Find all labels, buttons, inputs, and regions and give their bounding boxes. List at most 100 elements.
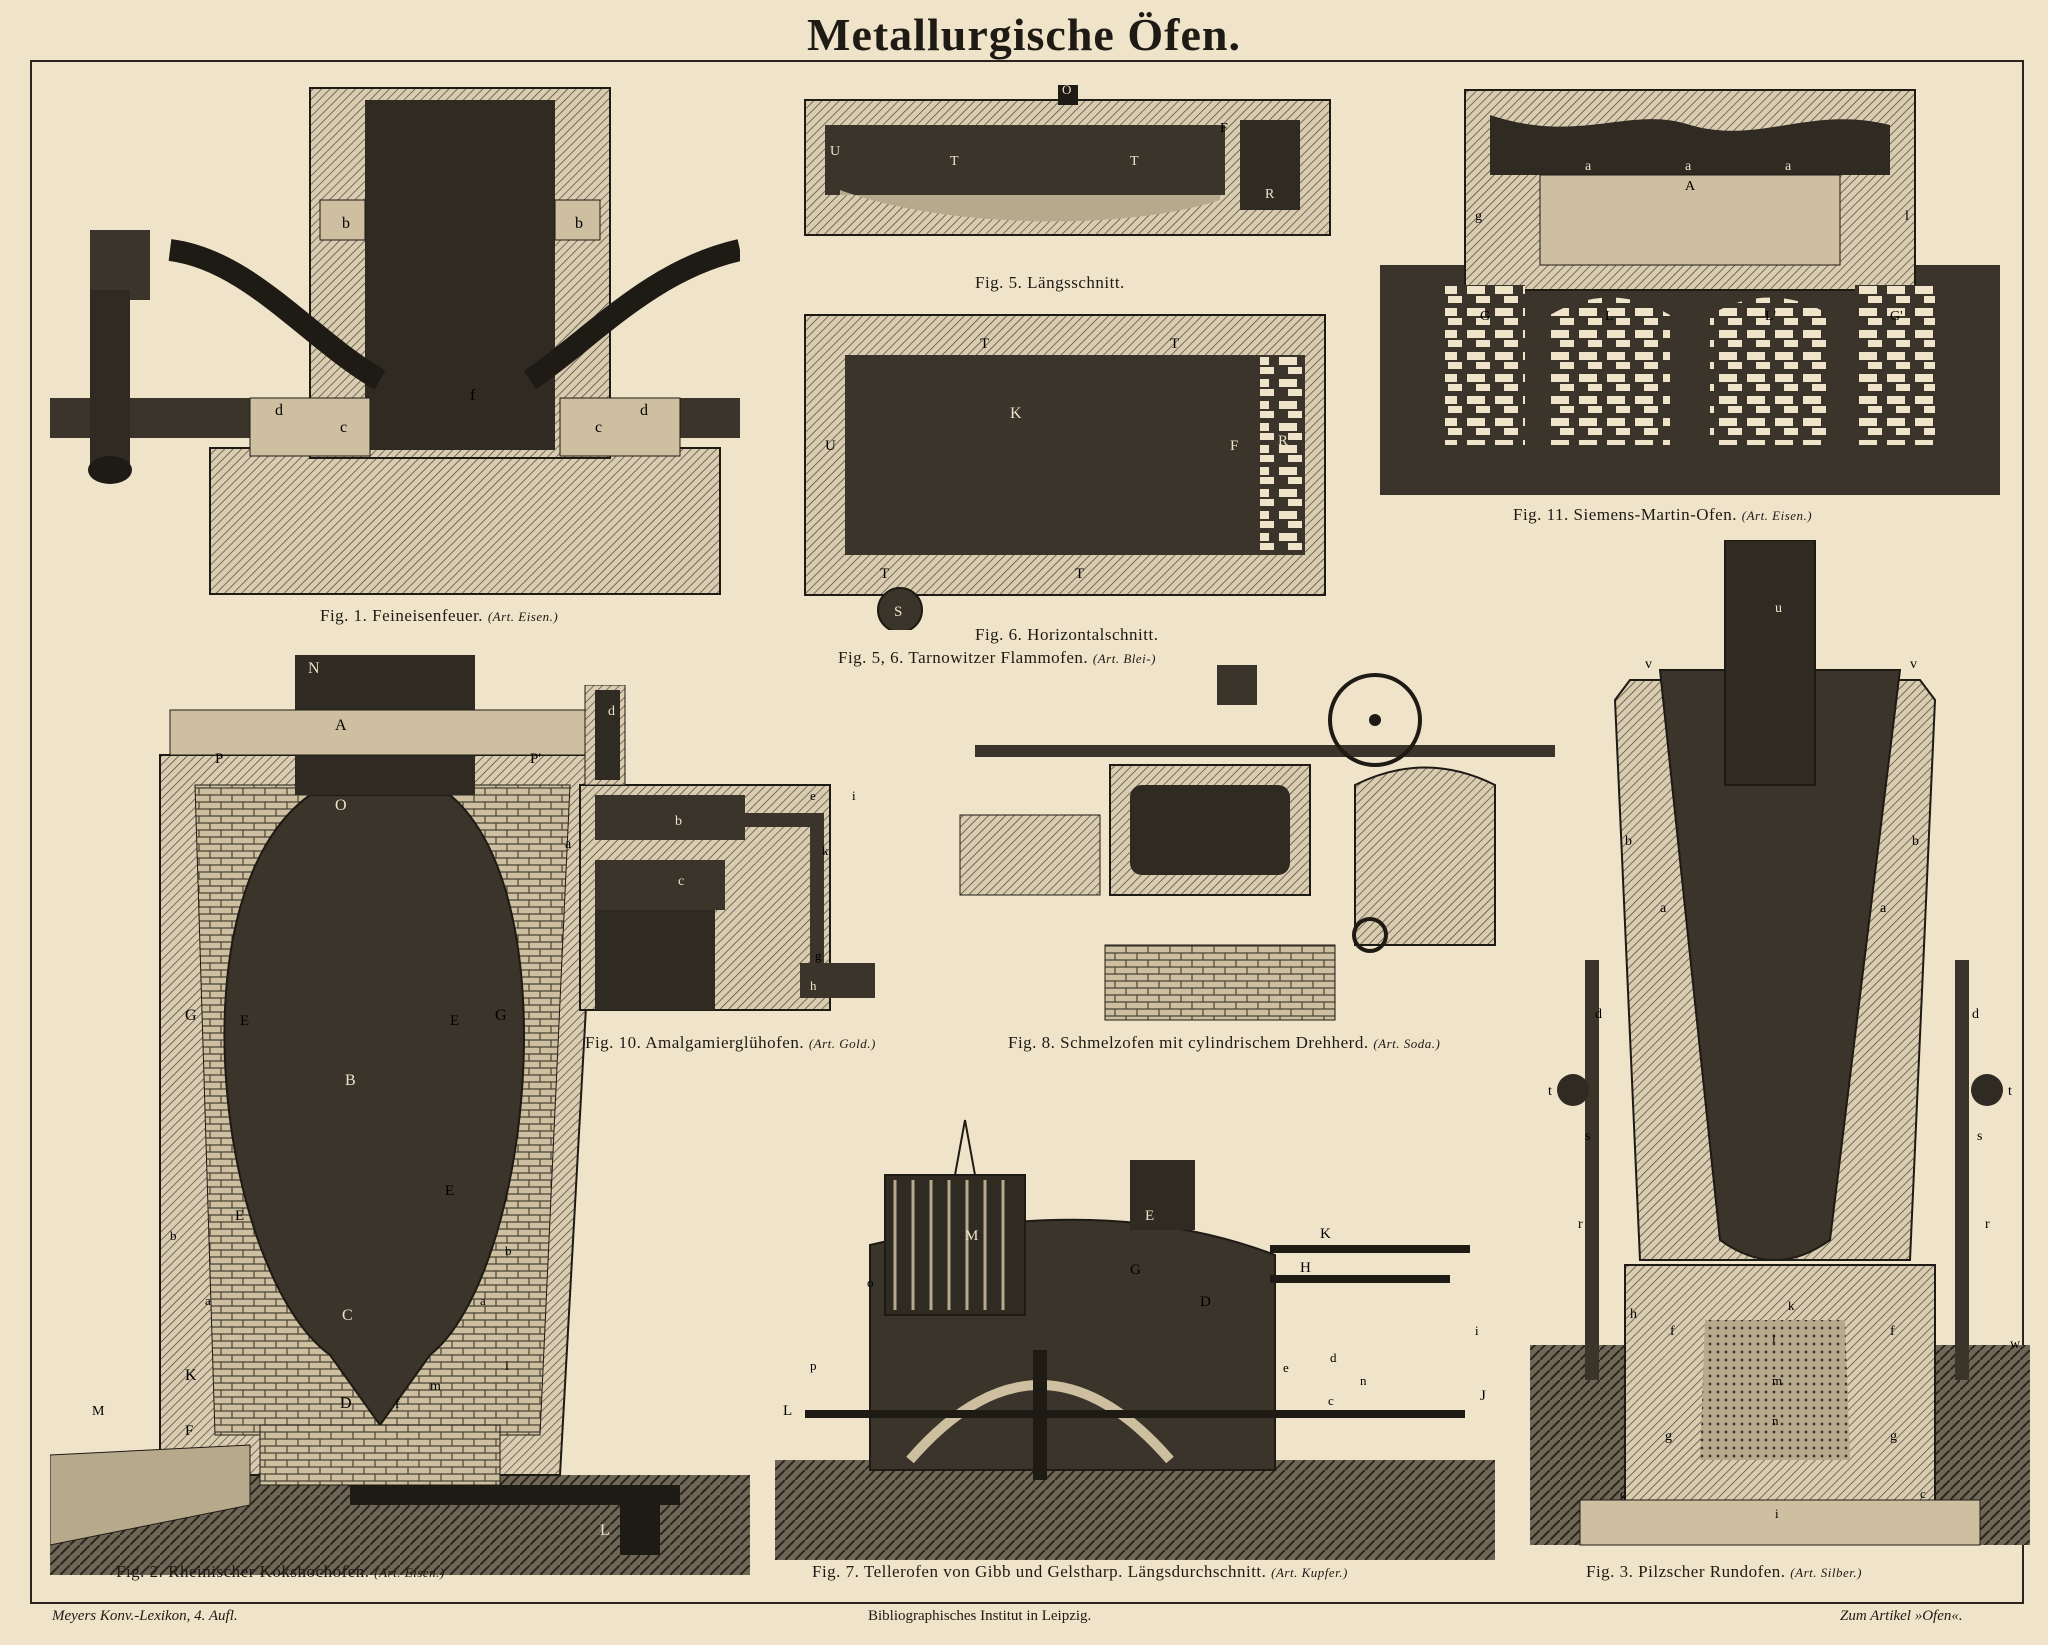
figure-letter-label: d bbox=[640, 402, 648, 419]
figure-letter-label: T bbox=[950, 154, 959, 169]
figure-letter-label: k bbox=[822, 843, 829, 858]
figure-letter-label: h bbox=[1630, 1307, 1637, 1322]
fig1-illustration: b b c c d d f bbox=[50, 87, 740, 595]
figure-letter-label: R bbox=[1278, 433, 1288, 449]
figure-letter-label: d bbox=[1595, 1007, 1602, 1022]
fig3-illustration: u v v b b a a d d t t s s r r h f f k l … bbox=[1530, 540, 2030, 1546]
figure-letter-label: a bbox=[565, 837, 572, 852]
figure-letter-label: G bbox=[1130, 1262, 1141, 1278]
figure-letter-label: d bbox=[608, 704, 615, 719]
figure-letter-label: a bbox=[1785, 159, 1792, 174]
figure-letter-label: u bbox=[1775, 601, 1782, 616]
figure-letter-label: f bbox=[1890, 1324, 1895, 1339]
figure-letter-label: b bbox=[505, 1243, 512, 1258]
figure-letter-label: r bbox=[1985, 1217, 1990, 1232]
footer-left: Meyers Konv.-Lexikon, 4. Aufl. bbox=[52, 1608, 238, 1624]
figure-letter-label: E bbox=[1145, 1208, 1154, 1224]
figure-letter-label: l bbox=[1905, 209, 1909, 224]
fig7-illustration: M E G D K H o p L J i c d e n bbox=[775, 1119, 1495, 1560]
figure-letter-label: F bbox=[1230, 438, 1238, 454]
figure-letter-label: b bbox=[170, 1228, 177, 1243]
fig1-caption: Fig. 1. Feineisenfeuer. (Art. Eisen.) bbox=[320, 606, 559, 625]
figure-letter-label: c bbox=[678, 874, 684, 889]
figure-letter-label: K bbox=[185, 1367, 197, 1384]
figure-letter-label: M bbox=[92, 1404, 105, 1419]
figure-letter-label: H bbox=[1300, 1260, 1311, 1276]
figure-letter-label: F bbox=[185, 1423, 193, 1439]
fig6-illustration: S T T K U F R T T bbox=[804, 314, 1326, 630]
figure-letter-label: h bbox=[810, 978, 817, 993]
figure-letter-label: b bbox=[675, 814, 682, 829]
figure-letter-label: U bbox=[825, 438, 836, 454]
figure-letter-label: m bbox=[430, 1379, 441, 1394]
figure-letter-label: D bbox=[1200, 1294, 1211, 1310]
fig3-caption: Fig. 3. Pilzscher Rundofen. (Art. Silber… bbox=[1586, 1562, 1862, 1581]
figure-letter-label: i bbox=[1475, 1323, 1479, 1338]
figure-letter-label: o bbox=[867, 1275, 874, 1290]
figure-letter-label: d bbox=[275, 402, 283, 419]
figure-letter-label: a bbox=[1660, 901, 1667, 916]
figure-letter-label: b bbox=[575, 215, 583, 232]
fig11-caption: Fig. 11. Siemens-Martin-Ofen. (Art. Eise… bbox=[1513, 505, 1813, 524]
fig10-illustration: d a b c e i k g h bbox=[565, 685, 875, 1011]
figure-letter-label: G' bbox=[1890, 309, 1903, 324]
fig1-label-b: b bbox=[342, 215, 350, 232]
figure-letter-label: E bbox=[240, 1013, 249, 1029]
figure-letter-label: i bbox=[505, 1359, 509, 1374]
figure-letter-label: L bbox=[600, 1522, 610, 1539]
footer-right: Zum Artikel »Ofen«. bbox=[1840, 1608, 1963, 1624]
figure-letter-label: K bbox=[1320, 1226, 1331, 1242]
figure-letter-label: t bbox=[1548, 1084, 1552, 1099]
figure-letter-label: g bbox=[1890, 1429, 1897, 1444]
figure-letter-label: c bbox=[1620, 1486, 1626, 1501]
figure-letter-label: a bbox=[1685, 159, 1692, 174]
figure-letter-label: p bbox=[810, 1358, 817, 1373]
figure-letter-label: O bbox=[335, 797, 347, 814]
figure-letter-label: g bbox=[815, 948, 822, 963]
figure-letter-label: g bbox=[1475, 209, 1482, 224]
figure-letter-label: P bbox=[215, 751, 223, 767]
fig8-illustration bbox=[959, 665, 1555, 1021]
figure-letter-label: E bbox=[450, 1013, 459, 1029]
figure-letter-label: k bbox=[1788, 1298, 1795, 1313]
figure-letter-label: L bbox=[783, 1403, 792, 1419]
figure-letter-label: T bbox=[980, 336, 989, 352]
figure-letter-label: e bbox=[810, 788, 816, 803]
figure-letter-label: R bbox=[1265, 187, 1275, 202]
figure-letter-label: w bbox=[2010, 1337, 2021, 1352]
figure-letter-label: a bbox=[480, 1293, 486, 1308]
figure-letter-label: a bbox=[1585, 159, 1592, 174]
fig8-caption: Fig. 8. Schmelzofen mit cylindrischem Dr… bbox=[1008, 1033, 1441, 1052]
figure-letter-label: f bbox=[395, 1397, 400, 1412]
figure-letter-label: a bbox=[1880, 901, 1887, 916]
figure-letter-label: c bbox=[1920, 1486, 1926, 1501]
figure-letter-label: i bbox=[852, 788, 856, 803]
figure-letter-label: d bbox=[1330, 1350, 1337, 1365]
figure-letter-label: r bbox=[1578, 1217, 1583, 1232]
figure-letter-label: c bbox=[595, 419, 602, 436]
figure-letter-label: G bbox=[495, 1007, 507, 1024]
fig5-caption: Fig. 5. Längsschnitt. bbox=[975, 273, 1125, 292]
figure-letter-label: G bbox=[185, 1007, 197, 1024]
figure-letter-label: s bbox=[1585, 1129, 1590, 1144]
figure-letter-label: v bbox=[1910, 657, 1917, 672]
figure-letter-label: L bbox=[1605, 309, 1614, 324]
figure-letter-label: a bbox=[205, 1293, 211, 1308]
fig10-caption: Fig. 10. Amalgamierglühofen. (Art. Gold.… bbox=[585, 1033, 876, 1052]
figure-letter-label: G bbox=[1480, 309, 1490, 324]
figure-letter-label: f bbox=[470, 387, 476, 404]
figure-letter-label: c bbox=[1328, 1393, 1334, 1408]
figure-letter-label: d bbox=[1972, 1007, 1979, 1022]
figure-letter-label: P' bbox=[530, 751, 541, 767]
figure-letter-label: l bbox=[1772, 1331, 1776, 1346]
figure-letter-label: A bbox=[335, 717, 347, 734]
figure-letter-label: s bbox=[1977, 1129, 1982, 1144]
figure-letter-label: O bbox=[1062, 82, 1071, 97]
figure-letter-label: A bbox=[1685, 179, 1696, 194]
figure-letter-label: T bbox=[880, 566, 889, 582]
figure-letter-label: J bbox=[1480, 1388, 1486, 1404]
figure-letter-label: N bbox=[308, 660, 320, 677]
figure-letter-label: E bbox=[445, 1183, 454, 1199]
figure-letter-label: t bbox=[2008, 1084, 2012, 1099]
fig5-illustration: O F U T T R bbox=[804, 82, 1331, 236]
